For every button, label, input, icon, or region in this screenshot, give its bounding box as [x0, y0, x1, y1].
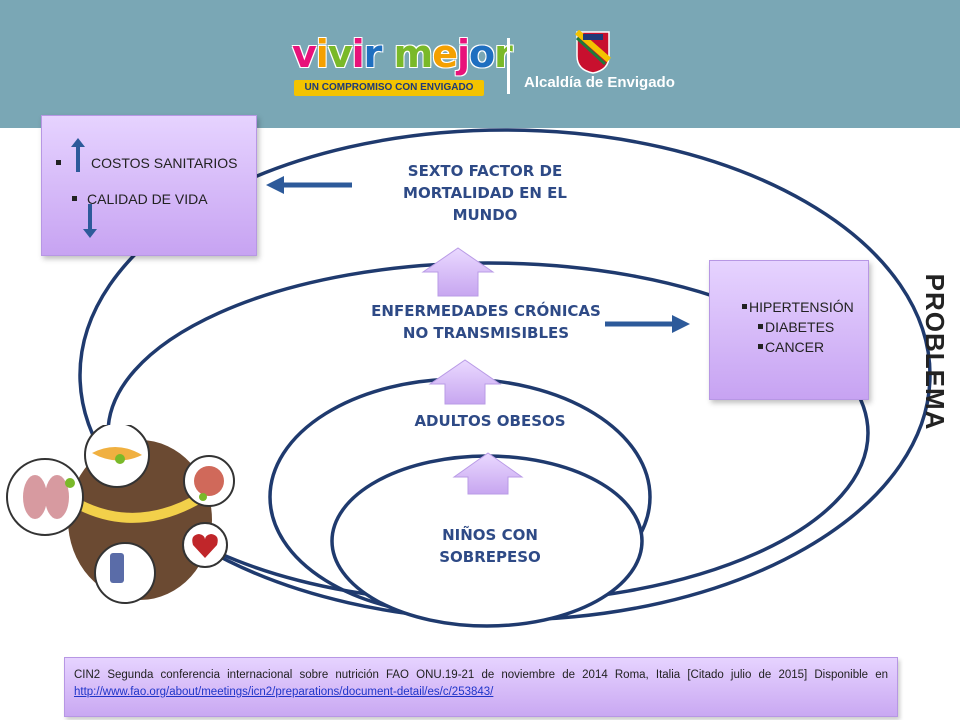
- problema-label: PROBLEMA: [920, 273, 950, 431]
- quality-item: CALIDAD DE VIDA: [56, 189, 238, 209]
- right-arrow-head-icon: [672, 315, 690, 333]
- reference-link[interactable]: http://www.fao.org/about/meetings/icn2/p…: [74, 686, 494, 698]
- reference-box: CIN2 Segunda conferencia internacional s…: [64, 657, 898, 717]
- costs-item: COSTOS SANITARIOS: [56, 153, 238, 173]
- arrow-up-icon: [71, 138, 85, 172]
- logo-group: vivir mejor UN COMPROMISO CON ENVIGADO A…: [292, 30, 675, 100]
- brand-letter: v: [292, 32, 317, 76]
- brand-letter: i: [351, 32, 365, 76]
- costs-list: COSTOS SANITARIOS CALIDAD DE VIDA: [56, 153, 238, 209]
- stage-adultos-obesos: ADULTOS OBESOS: [414, 412, 566, 430]
- brand-letter: r: [363, 32, 383, 76]
- brand-letter: e: [432, 32, 458, 76]
- stage-enfermedades: ENFERMEDADES CRÓNICAS NO TRANSMISIBLES: [371, 302, 601, 342]
- obesity-illustration: [6, 425, 235, 604]
- vivir-mejor-logo: vivir mejor: [292, 32, 513, 76]
- up-arrow-icon: [428, 359, 502, 405]
- arrow-down-icon: [83, 204, 97, 238]
- logo-separator: [507, 38, 510, 94]
- diseases-list: HIPERTENSIÓN DIABETES CANCER: [742, 297, 854, 357]
- glucose-meter-icon: [94, 542, 156, 604]
- disease-item: HIPERTENSIÓN: [742, 297, 854, 317]
- brand-letter: o: [469, 32, 495, 76]
- measuring-tape-icon: [77, 490, 208, 523]
- brand-letter: m: [393, 32, 434, 76]
- brand-letter: i: [315, 32, 329, 76]
- stage-ninos-sobrepeso: NIÑOS CON SOBREPESO: [439, 526, 541, 566]
- disease-item: DIABETES: [742, 317, 854, 337]
- up-arrow-icon: [452, 452, 524, 495]
- brand-letter: v: [327, 32, 353, 76]
- disease-item: CANCER: [742, 337, 854, 357]
- envigado-shield-icon: [575, 30, 611, 74]
- municipality-name: Alcaldía de Envigado: [524, 74, 675, 91]
- reference-text: CIN2 Segunda conferencia internacional s…: [74, 669, 888, 681]
- brand-tagline: UN COMPROMISO CON ENVIGADO: [294, 80, 484, 96]
- left-arrow-head-icon: [266, 176, 284, 194]
- brand-letter: j: [457, 32, 470, 76]
- costs-box: COSTOS SANITARIOS CALIDAD DE VIDA: [41, 115, 257, 256]
- stage-sexto-factor: SEXTO FACTOR DE MORTALIDAD EN EL MUNDO: [403, 162, 567, 224]
- header-banner: vivir mejor UN COMPROMISO CON ENVIGADO A…: [0, 0, 960, 128]
- diseases-box: HIPERTENSIÓN DIABETES CANCER: [709, 260, 869, 400]
- up-arrow-icon: [421, 247, 495, 297]
